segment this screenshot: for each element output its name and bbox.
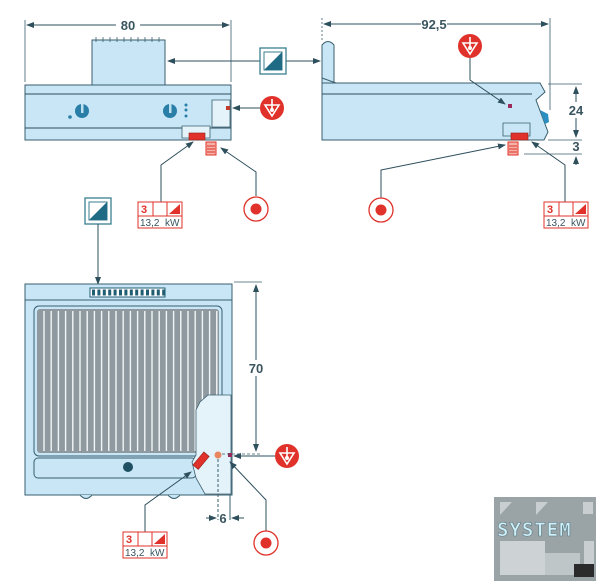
vent-slot	[97, 289, 101, 296]
side-depth-label: 92,5	[421, 17, 446, 32]
vent-slot	[135, 289, 139, 296]
svg-text:3: 3	[126, 534, 132, 546]
top-offset-label: 6	[219, 511, 226, 526]
water-inlet-icon	[259, 47, 287, 75]
equipotential-icon	[259, 95, 285, 121]
electric-connection-icon	[368, 197, 394, 223]
vent-slot	[151, 289, 155, 296]
electric-terminal	[188, 132, 206, 141]
equipotential-icon	[457, 33, 483, 59]
equipotential-icon	[274, 443, 300, 469]
svg-text:13,2 kW: 13,2 kW	[125, 548, 165, 559]
electric-rating-label: 3 13,2 kW	[543, 201, 589, 229]
griddle-plate	[37, 309, 219, 453]
logo-text: SYSTEM	[497, 519, 572, 541]
system-logo: SYSTEM	[494, 497, 596, 581]
water-inlet-icon	[84, 197, 112, 225]
front-view: 80 3 13,2 kW	[24, 16, 321, 229]
vent-slot	[146, 289, 149, 296]
vent-slot	[140, 289, 144, 296]
top-depth-label: 70	[249, 361, 263, 376]
side-height-label: 24	[569, 103, 584, 118]
electric-connection-icon	[253, 530, 279, 556]
svg-text:3: 3	[547, 204, 553, 216]
svg-text:13,2 kW: 13,2 kW	[140, 218, 180, 229]
appliance-body-side	[321, 82, 549, 141]
vent-slot	[129, 289, 133, 296]
vent-slot	[124, 289, 128, 296]
electric-rating-label: 3 13,2 kW	[122, 531, 168, 559]
vent-slot	[156, 289, 160, 296]
back-riser	[91, 39, 166, 86]
vent-slot	[162, 289, 166, 296]
svg-text:3: 3	[141, 204, 147, 216]
vent-slot	[92, 289, 95, 296]
side-foot-label: 3	[572, 139, 579, 154]
electric-connection-icon	[243, 196, 269, 222]
svg-text:13,2 kW: 13,2 kW	[546, 218, 586, 229]
grease-drawer	[33, 457, 197, 479]
vent-slot	[102, 289, 106, 296]
vent-slot	[108, 289, 112, 296]
front-width-label: 80	[121, 18, 135, 33]
vent-slot	[119, 289, 122, 296]
vent-slot	[113, 289, 117, 296]
electric-rating-label: 3 13,2 kW	[137, 201, 183, 229]
side-view: 92,5 24 3 3 13,2 kW	[321, 15, 589, 229]
top-view: 6 70 3 13,2 kW	[24, 197, 300, 559]
flue-pipe	[321, 41, 335, 84]
